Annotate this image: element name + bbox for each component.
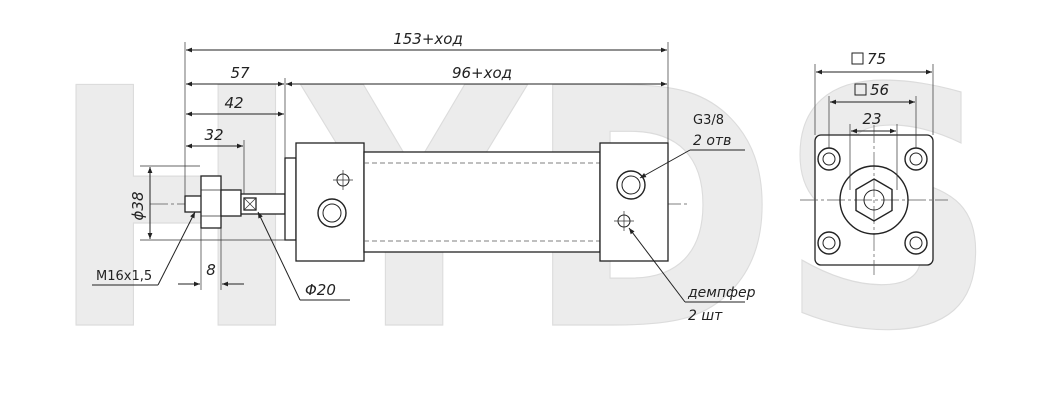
end-rod-circle [863, 189, 885, 211]
square-symbol-75 [851, 52, 864, 65]
end-boss [839, 165, 909, 235]
label-damper-count: 2 шт [688, 308, 723, 324]
dim-rod-to-flange: 57 [230, 64, 250, 82]
front-flange [295, 142, 365, 262]
rear-flange [599, 142, 669, 262]
lock-nut [200, 175, 222, 229]
dim-flange-square: 75 [867, 50, 886, 68]
front-port-outer [317, 198, 347, 228]
end-hex-nut [855, 178, 893, 222]
leader-damper [628, 227, 686, 303]
label-port-thread: G3/8 [693, 113, 724, 128]
side-view [150, 142, 690, 262]
label-nut-diameter: Φ20 [305, 281, 336, 299]
dim-body-length: 96+ход [452, 64, 512, 82]
leader-port [639, 149, 691, 179]
dim-8: 8 [206, 261, 216, 279]
side-dimensions: 153+ход 57 96+ход 42 32 ϕ38 8 M16x1,5 Φ2… [92, 30, 756, 324]
front-cover-plate [284, 157, 297, 241]
dim-overall-length: 153+ход [393, 30, 463, 48]
end-view [800, 125, 948, 275]
dim-rod-diameter: ϕ38 [129, 192, 147, 221]
square-symbol-56 [854, 83, 867, 96]
leader-thread [157, 211, 196, 286]
dim-bolt-square: 56 [870, 81, 889, 99]
cylinder-barrel [363, 151, 601, 253]
bolt-bottom-right [904, 231, 928, 255]
dim-42: 42 [224, 94, 243, 112]
end-dimensions: 75 56 23 [814, 50, 934, 190]
dim-nut-width: 23 [862, 110, 881, 128]
rear-port-outer [616, 170, 646, 200]
label-thread: M16x1,5 [96, 269, 152, 284]
bolt-bottom-left [817, 231, 841, 255]
label-port-count: 2 отв [693, 133, 731, 149]
label-damper: демпфер [687, 285, 756, 301]
nut-hex [220, 189, 242, 217]
dim-32: 32 [204, 126, 223, 144]
leader-nut [257, 211, 301, 301]
